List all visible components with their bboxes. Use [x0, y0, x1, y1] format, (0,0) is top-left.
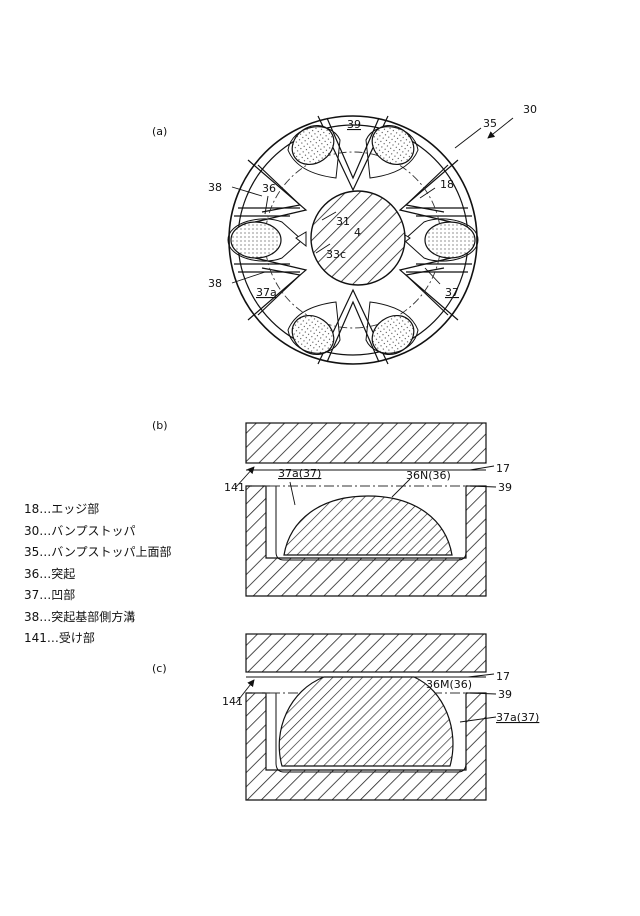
b-recess [266, 485, 467, 561]
label-30: 30 [523, 103, 537, 116]
label-39-b: 39 [498, 481, 512, 494]
c-bump-36M [278, 676, 454, 767]
legend-item: 18…エッジ部 [24, 502, 100, 516]
label-39: 39 [347, 118, 361, 131]
label-17-b: 17 [496, 462, 510, 475]
center-core [310, 190, 406, 286]
legend-item: 38…突起基部側方溝 [24, 609, 136, 624]
c-recess [266, 692, 467, 773]
label-38-top: 38 [208, 181, 222, 194]
figure-b: (b) 37a(37) 36N(36) 17 141 39 [152, 419, 512, 597]
legend-item: 141…受け部 [24, 631, 95, 645]
legend-item: 35…バンプストッパ上面部 [24, 545, 172, 559]
label-35: 35 [483, 117, 497, 130]
c-top-block [245, 633, 487, 673]
legend-item: 36…突起 [24, 566, 76, 581]
legend: 18…エッジ部 30…バンプストッパ 35…バンプストッパ上面部 36…突起 3… [24, 499, 172, 650]
panel-b-label: (b) [152, 419, 168, 432]
panel-a-label: (a) [152, 125, 167, 138]
label-17-c: 17 [496, 670, 510, 683]
label-37a: 37a [256, 286, 277, 299]
label-18: 18 [440, 178, 454, 191]
label-4: 4 [354, 226, 361, 239]
label-36M36: 36M(36) [426, 678, 472, 691]
legend-item: 30…バンプストッパ [24, 523, 136, 538]
figure-a: (a) 30 35 39 38 36 18 31 4 33c 38 37a 37 [152, 103, 537, 365]
label-33c: 33c [326, 248, 346, 261]
label-37a37-c: 37a(37) [496, 711, 539, 724]
label-38-bottom: 38 [208, 277, 222, 290]
b-bump-36N [283, 495, 453, 556]
figure-c: (c) 17 36M(36) 141 39 37a(37) [152, 633, 539, 801]
label-39-c: 39 [498, 688, 512, 701]
leaders-a [231, 117, 514, 285]
label-31: 31 [336, 215, 350, 228]
bumps [230, 124, 476, 356]
label-141-c: 141 [222, 695, 243, 708]
label-36N36: 36N(36) [406, 469, 451, 482]
b-top-block [245, 422, 487, 464]
label-36: 36 [262, 182, 276, 195]
label-141-b: 141 [224, 481, 245, 494]
legend-item: 37…凹部 [24, 588, 76, 602]
label-37a37-b: 37a(37) [278, 467, 321, 480]
label-37: 37 [445, 286, 459, 299]
panel-c-label: (c) [152, 662, 167, 675]
